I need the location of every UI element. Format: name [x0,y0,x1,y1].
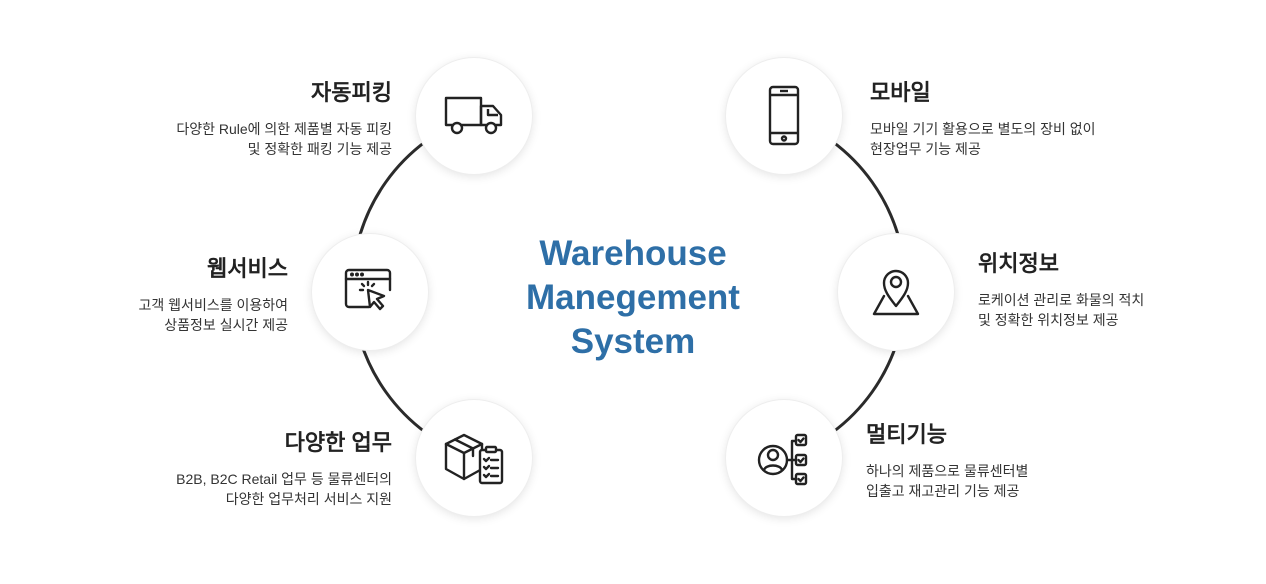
center-title-line3: System [570,322,696,361]
feature-various-desc-line1: B2B, B2C Retail 업무 등 물류센터의 [176,471,392,487]
picking-circle [416,58,532,174]
map-pin-icon [872,269,920,316]
feature-picking-desc-line2: 및 정확한 패킹 기능 제공 [247,141,392,157]
feature-various: 다양한 업무 B2B, B2C Retail 업무 등 물류센터의 다양한 업무… [176,430,392,509]
center-title-line1: Warehouse [539,234,727,273]
center-title-line2: Manegement [526,278,740,317]
feature-location: 위치정보 로케이션 관리로 화물의 적치 및 정확한 위치정보 제공 [978,251,1144,330]
center-title: Warehouse Manegement System [483,232,783,364]
feature-picking-desc-line1: 다양한 Rule에 의한 제품별 자동 피킹 [176,121,392,137]
feature-multi-desc: 하나의 제품으로 물류센터별 입출고 재고관리 기능 제공 [866,461,1028,501]
feature-multi-desc-line1: 하나의 제품으로 물류센터별 [866,463,1029,479]
smartphone-icon [768,85,800,146]
feature-mobile-title: 모바일 [870,80,931,105]
browser-click-icon [344,268,392,311]
feature-various-desc: B2B, B2C Retail 업무 등 물류센터의 다양한 업무처리 서비스 … [176,469,392,509]
feature-mobile-desc-line2: 현장업무 기능 제공 [870,141,981,157]
feature-webservice-title: 웹서비스 [207,256,288,281]
feature-webservice-desc-line2: 상품정보 실시간 제공 [164,317,288,333]
feature-mobile-desc: 모바일 기기 활용으로 별도의 장비 없이 현장업무 기능 제공 [870,119,1096,159]
location-circle [838,234,954,350]
feature-mobile-desc-line1: 모바일 기기 활용으로 별도의 장비 없이 [870,121,1096,137]
feature-webservice-desc: 고객 웹서비스를 이용하여 상품정보 실시간 제공 [139,295,288,335]
webservice-circle [312,234,428,350]
feature-location-desc: 로케이션 관리로 화물의 적치 및 정확한 위치정보 제공 [978,290,1144,330]
feature-picking-desc: 다양한 Rule에 의한 제품별 자동 피킹 및 정확한 패킹 기능 제공 [176,119,392,159]
feature-multi: 멀티기능 하나의 제품으로 물류센터별 입출고 재고관리 기능 제공 [866,422,1028,501]
various-circle [416,400,532,516]
feature-mobile: 모바일 모바일 기기 활용으로 별도의 장비 없이 현장업무 기능 제공 [870,80,1096,159]
box-checklist-icon [444,433,504,485]
multi-circle [726,400,842,516]
feature-various-title: 다양한 업무 [284,430,392,455]
feature-picking: 자동피킹 다양한 Rule에 의한 제품별 자동 피킹 및 정확한 패킹 기능 … [176,80,392,159]
user-checklist-icon [757,433,808,486]
feature-location-title: 위치정보 [978,251,1059,276]
feature-various-desc-line2: 다양한 업무처리 서비스 지원 [225,491,392,507]
feature-location-desc-line2: 및 정확한 위치정보 제공 [978,312,1119,328]
feature-location-desc-line1: 로케이션 관리로 화물의 적치 [978,292,1145,308]
feature-multi-desc-line2: 입출고 재고관리 기능 제공 [866,483,1020,499]
feature-picking-title: 자동피킹 [311,80,392,105]
mobile-circle [726,58,842,174]
feature-webservice-desc-line1: 고객 웹서비스를 이용하여 [138,297,288,313]
feature-webservice: 웹서비스 고객 웹서비스를 이용하여 상품정보 실시간 제공 [139,256,288,335]
feature-multi-title: 멀티기능 [866,422,947,447]
truck-icon [444,96,503,135]
